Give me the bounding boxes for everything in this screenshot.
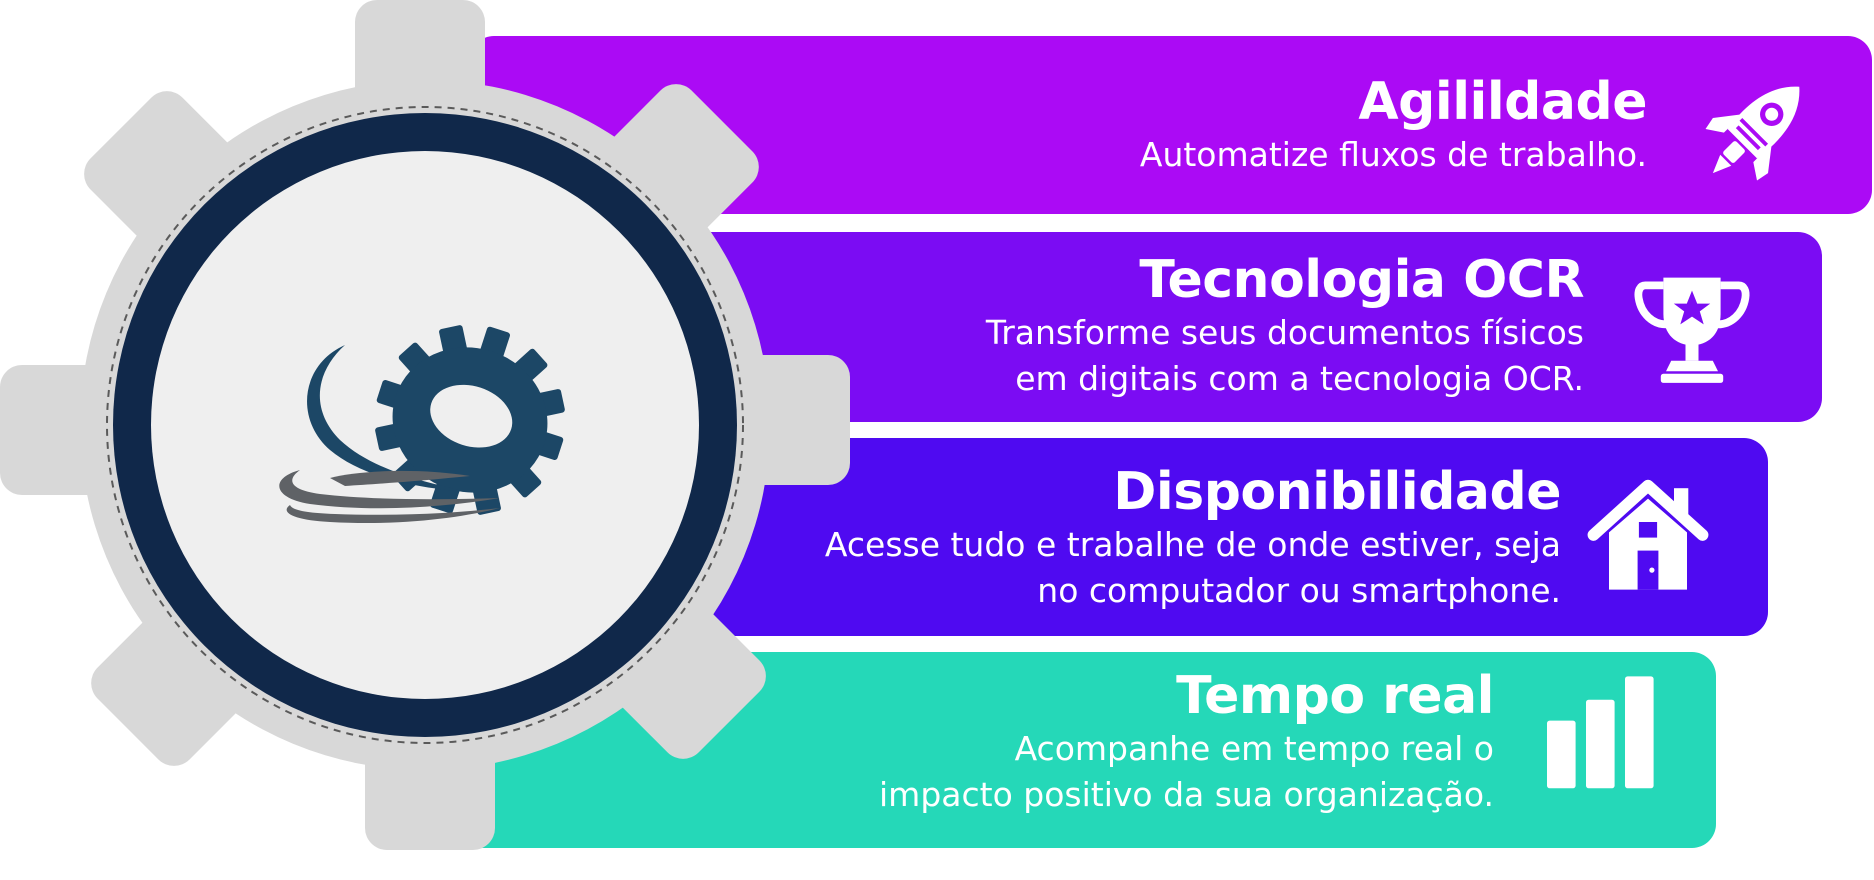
card-text: Tempo real Acompanhe em tempo real o imp… [879,666,1494,818]
card-text: Disponibilidade Acesse tudo e trabalhe d… [824,462,1562,614]
card-tempo-real: Tempo real Acompanhe em tempo real o imp… [440,652,1716,848]
gear-dashed-ring [106,106,744,744]
card-title: Tempo real [1176,666,1494,726]
card-description: Transforme seus documentos físicos em di… [985,313,1584,398]
card-description: Acompanhe em tempo real o impacto positi… [879,729,1494,814]
gear-graphic [0,0,850,850]
trophy-icon [1627,262,1757,392]
bar-chart-icon [1534,666,1664,796]
card-title: Disponibilidade [1113,462,1561,522]
card-description: Acesse tudo e trabalhe de onde estiver, … [824,525,1561,610]
card-title: Tecnologia OCR [1139,250,1584,310]
card-text: Agilildade Automatize fluxos de trabalho… [1139,72,1648,178]
gear-logo-icon [279,325,565,524]
card-title: Agilildade [1358,72,1647,132]
house-icon [1583,470,1713,600]
card-text: Tecnologia OCR Transforme seus documento… [985,250,1585,402]
card-description: Automatize fluxos de trabalho. [1139,135,1647,174]
rocket-icon [1692,64,1822,194]
